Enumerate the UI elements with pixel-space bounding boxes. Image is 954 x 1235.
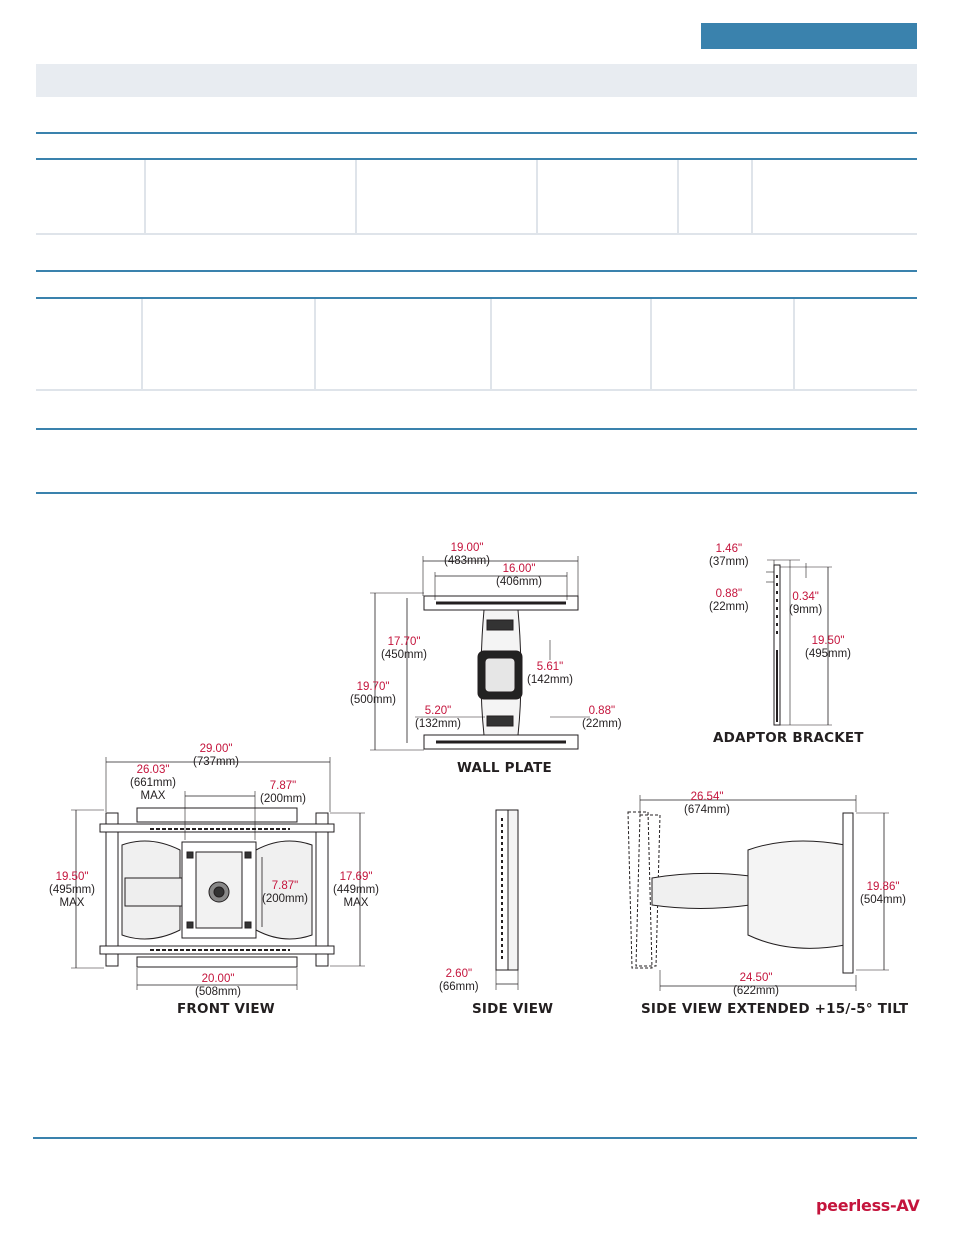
table-column-divider bbox=[314, 299, 316, 390]
table-column-divider bbox=[144, 160, 146, 234]
table-row-rule bbox=[36, 233, 917, 235]
dim-wall-center: 5.61"(142mm) bbox=[527, 661, 574, 686]
section-rule bbox=[36, 428, 917, 430]
dim-front-width-max: 26.03"(661mm)MAX bbox=[130, 764, 177, 802]
dim-wall-bottom-offset: 5.20"(132mm) bbox=[415, 705, 462, 730]
side-extended-drawing bbox=[627, 795, 889, 991]
dim-extended-bottom: 24.50"(622mm) bbox=[733, 972, 780, 997]
dim-front-vesa-v: 7.87"(200mm) bbox=[262, 880, 309, 905]
adaptor-bracket-drawing bbox=[766, 559, 832, 726]
table-column-divider bbox=[141, 299, 143, 390]
section-rule bbox=[36, 270, 917, 272]
table-row-rule bbox=[36, 389, 917, 391]
dim-wall-slot: 0.88"(22mm) bbox=[582, 705, 622, 730]
dim-front-vesa-h: 7.87"(200mm) bbox=[260, 780, 307, 805]
table-column-divider bbox=[355, 160, 357, 234]
table-header-rule bbox=[36, 158, 917, 160]
caption-side-view: SIDE VIEW bbox=[472, 1001, 554, 1017]
table-column-divider bbox=[536, 160, 538, 234]
dim-wall-height-inner: 17.70"(450mm) bbox=[381, 636, 428, 661]
header-tab bbox=[701, 23, 917, 49]
dim-front-height-left: 19.50"(495mm)MAX bbox=[49, 871, 96, 909]
dim-wall-width-inner: 16.00"(406mm) bbox=[496, 563, 543, 588]
front-view-drawing bbox=[71, 757, 365, 990]
dim-adaptor-top-offset: 0.34"(9mm) bbox=[789, 591, 823, 616]
dim-extended-height: 19.86"(504mm) bbox=[860, 881, 907, 906]
table-column-divider bbox=[650, 299, 652, 390]
footer-rule bbox=[33, 1137, 917, 1139]
dim-side-depth: 2.60"(66mm) bbox=[439, 968, 479, 993]
table-column-divider bbox=[490, 299, 492, 390]
table-header-rule bbox=[36, 297, 917, 299]
dim-adaptor-slot: 0.88"(22mm) bbox=[709, 588, 749, 613]
wall-plate-drawing bbox=[370, 556, 590, 751]
dim-front-bottom-width: 20.00"(508mm) bbox=[195, 973, 242, 998]
dim-front-width-total: 29.00"(737mm) bbox=[193, 743, 240, 768]
table-column-divider bbox=[677, 160, 679, 234]
dim-front-height-right: 17.69"(449mm)MAX bbox=[333, 871, 380, 909]
caption-front-view: FRONT VIEW bbox=[177, 1001, 275, 1017]
caption-wall-plate: WALL PLATE bbox=[457, 760, 552, 776]
table-column-divider bbox=[751, 160, 753, 234]
peerless-logo: peerless-AV bbox=[816, 1196, 920, 1215]
title-band bbox=[36, 64, 917, 97]
dim-adaptor-depth: 1.46"(37mm) bbox=[709, 543, 749, 568]
dim-wall-height-total: 19.70"(500mm) bbox=[350, 681, 397, 706]
side-view-drawing bbox=[495, 809, 519, 990]
table-column-divider bbox=[793, 299, 795, 390]
dim-adaptor-length: 19.50"(495mm) bbox=[805, 635, 852, 660]
section-rule bbox=[36, 492, 917, 494]
dim-wall-width-total: 19.00"(483mm) bbox=[444, 542, 491, 567]
section-rule bbox=[36, 132, 917, 134]
caption-adaptor-bracket: ADAPTOR BRACKET bbox=[713, 730, 864, 746]
caption-side-view-extended: SIDE VIEW EXTENDED +15/-5° TILT bbox=[641, 1001, 909, 1017]
dim-extended-extension: 26.54"(674mm) bbox=[684, 791, 731, 816]
